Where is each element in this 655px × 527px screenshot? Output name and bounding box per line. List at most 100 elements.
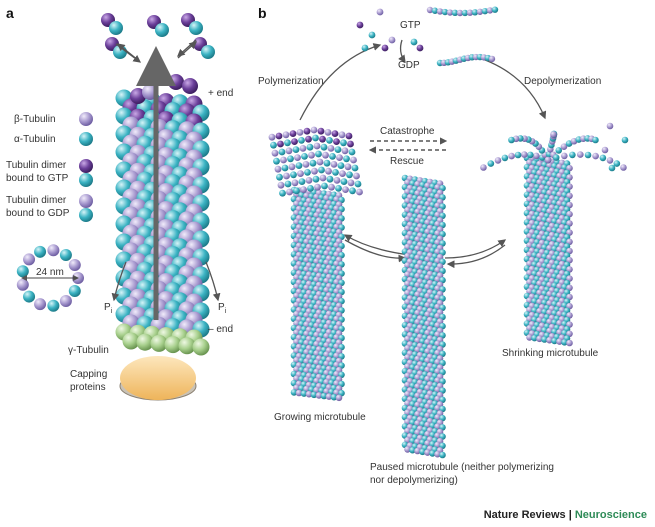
tube-subunit (336, 154, 343, 162)
legend-gtp-line1: Tubulin dimer (6, 160, 67, 171)
plus-end-label: + end (208, 88, 233, 99)
tube-subunit (305, 135, 312, 143)
ring-subunit (47, 244, 60, 257)
tube-subunit (561, 339, 568, 346)
tube-subunit (318, 166, 325, 174)
tube-subunit (291, 179, 299, 187)
tube-subunit (560, 143, 568, 150)
tube-subunit (311, 167, 318, 175)
tube-subunit (315, 150, 322, 158)
capping-proteins (120, 356, 196, 400)
tube-subunit (414, 447, 421, 455)
tube-subunit (480, 164, 487, 171)
tube-subunit (287, 155, 294, 163)
tubulin-subunit (168, 74, 184, 90)
tube-subunit (335, 394, 343, 402)
tube-subunit (599, 154, 607, 162)
pool-subunit (466, 9, 474, 16)
tube-subunit (325, 167, 332, 175)
free-dimers (101, 13, 215, 59)
pi-right-subscript: i (225, 308, 227, 315)
tube-subunit (296, 129, 304, 136)
tube-subunit (340, 178, 348, 186)
microtubule-lattice (115, 74, 210, 356)
tube-subunit (334, 146, 342, 154)
tube-subunit (339, 170, 346, 178)
tube-subunit (328, 183, 335, 191)
journal-name: Nature Reviews (483, 509, 566, 521)
journal-subject: Neuroscience (574, 509, 647, 521)
tube-subunit (340, 139, 347, 147)
tube-subunit (347, 140, 354, 148)
tube-subunit (292, 146, 300, 154)
legend-gdp-alpha-swatch (79, 208, 93, 222)
tube-subunit (601, 146, 609, 154)
gdp-label: GDP (398, 60, 420, 71)
tube-subunit (321, 182, 328, 190)
pi-right-label: P (218, 302, 225, 313)
depolymerization-label: Depolymerization (524, 76, 601, 87)
tube-subunit (275, 132, 283, 140)
tube-subunit (533, 152, 540, 160)
tube-subunit (514, 151, 522, 159)
panel-b: GTP GDP Polymerization Depolymerization … (258, 6, 629, 486)
tube-subunit (555, 147, 563, 154)
ring-subunit (23, 290, 36, 303)
tube-subunit (314, 183, 321, 191)
tube-subunit (270, 141, 277, 149)
growing-microtubule (268, 126, 363, 402)
tube-subunit (508, 152, 515, 160)
legend-gdp-line1: Tubulin dimer (6, 195, 67, 206)
tube-subunit (283, 172, 290, 180)
tube-subunit (501, 154, 509, 162)
tube-subunit (290, 171, 297, 179)
ring-subunit (68, 285, 81, 298)
tube-subunit (338, 131, 346, 139)
tube-subunit (494, 157, 502, 164)
tube-subunit (312, 175, 320, 183)
tube-subunit (341, 147, 349, 155)
tube-subunit (276, 173, 283, 181)
cross-section-ring (16, 244, 84, 312)
pool-subunit (426, 6, 434, 14)
tube-subunit (282, 131, 290, 139)
tube-subunit (343, 155, 350, 163)
tube-subunit (521, 151, 528, 158)
tube-subunit (305, 390, 313, 398)
tube-subunit (290, 389, 298, 396)
pool-subunit (381, 44, 389, 52)
tube-subunit (303, 127, 311, 135)
pool-subunit (481, 7, 489, 15)
pool-subunit (356, 21, 364, 29)
pool-subunit (491, 6, 499, 13)
tube-subunit (332, 169, 339, 176)
tube-subunit (316, 158, 324, 166)
tube-subunit (274, 165, 282, 173)
ring-subunit (34, 245, 47, 258)
tube-subunit (536, 335, 543, 343)
paused-microtubule (401, 174, 446, 459)
credit-separator: | (568, 509, 572, 521)
tube-subunit (353, 172, 360, 180)
tube-subunit (356, 188, 363, 196)
arc-to-pool (299, 43, 382, 121)
pool-subunit (431, 7, 439, 14)
tube-subunit (322, 151, 329, 159)
tube-subunit (592, 152, 599, 160)
pool-subunit (456, 9, 464, 17)
tubulin-subunit (192, 338, 210, 356)
tube-subunit (320, 392, 328, 400)
tube-subunit (508, 136, 515, 144)
tube-subunit (298, 178, 306, 186)
ring-subunit (34, 298, 47, 311)
tube-subunit (305, 177, 313, 184)
tubulin-pool (356, 6, 499, 67)
tube-subunit (546, 336, 553, 344)
pool-subunit (416, 44, 424, 52)
tube-subunit (404, 446, 411, 453)
tube-subunit (541, 336, 548, 343)
tube-subunit (308, 151, 315, 159)
ring-subunit (59, 248, 72, 261)
tube-subunit (335, 185, 342, 192)
